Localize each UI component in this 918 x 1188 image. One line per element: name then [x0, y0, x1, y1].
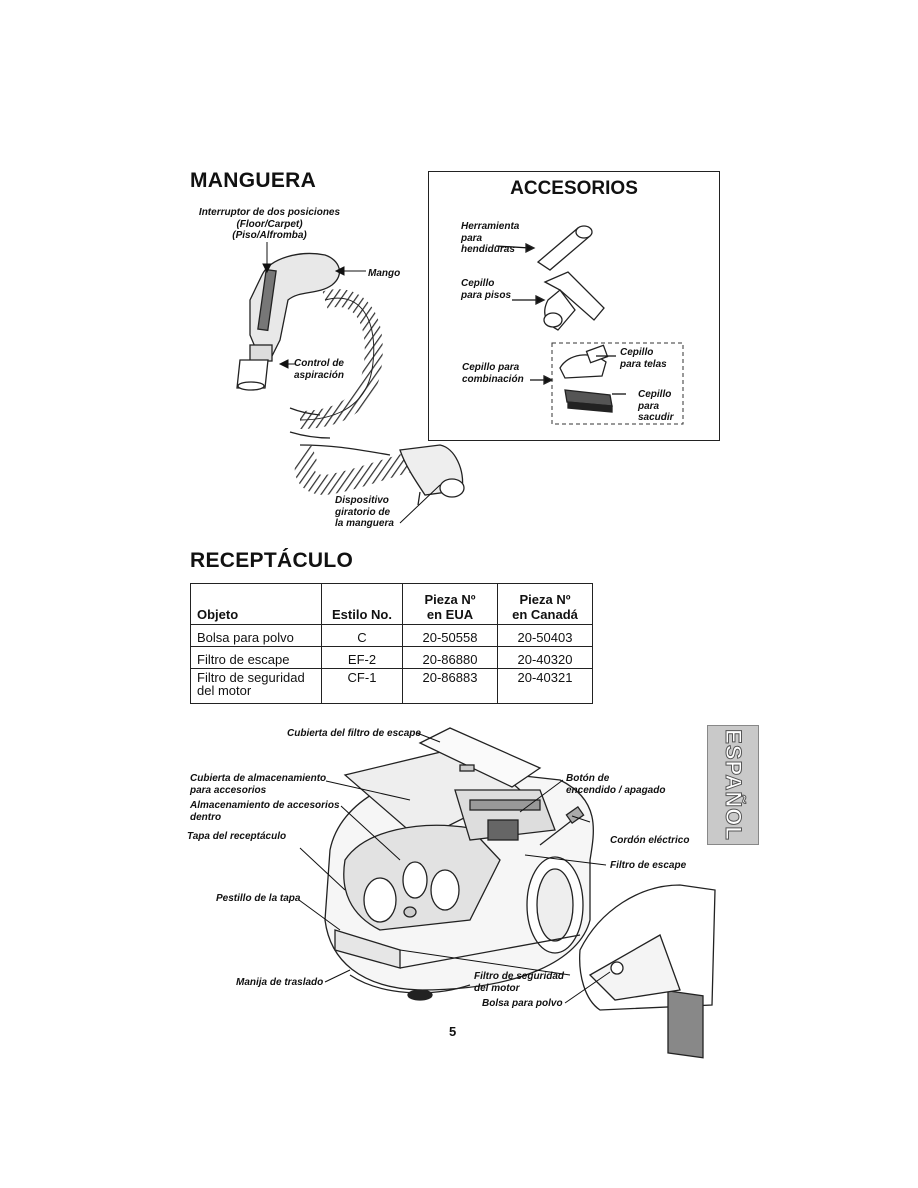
accessories-illustrations	[495, 225, 626, 413]
table-row: Filtro de seguridad del motor CF-1 20-86…	[190, 668, 593, 704]
canister-section-title: RECEPTÁCULO	[190, 549, 354, 572]
exhaust-cover-label: Cubierta del filtro de escape	[287, 728, 421, 739]
motor-filter-label: Filtro de seguridad del motor	[474, 971, 565, 994]
table-header-us-part: Pieza Nº en EUA	[402, 583, 498, 625]
dust-bag-label: Bolsa para polvo	[482, 998, 563, 1009]
exhaust-filter-label: Filtro de escape	[610, 860, 687, 871]
canister-illustration	[324, 727, 716, 1059]
crevice-tool-label: Herramienta para hendiduras	[461, 221, 520, 255]
hose-pointer-lines	[262, 242, 441, 524]
combination-brush-box	[551, 342, 684, 425]
dusting-brush-label: Cepillo para sacudir	[638, 389, 674, 423]
power-cord-label: Cordón eléctrico	[610, 835, 690, 846]
accessories-title: ACCESORIOS	[510, 178, 638, 199]
table-row: Filtro de escape EF-2 20-86880 20-40320	[190, 646, 593, 669]
table-header-item: Objeto	[190, 583, 322, 625]
diagram-pointer-lines	[298, 732, 611, 1004]
two-position-switch-label: Interruptor de dos posiciones (Floor/Car…	[198, 207, 341, 241]
carry-handle-label: Manija de traslado	[236, 977, 324, 988]
power-button-label: Botón de encendido / apagado	[566, 773, 666, 796]
storage-cover-label: Cubierta de almacenamiento para accesori…	[190, 773, 327, 796]
table-header-style: Estilo No.	[321, 583, 403, 625]
page-number: 5	[449, 1024, 457, 1039]
table-header-canada-part: Pieza Nº en Canadá	[497, 583, 593, 625]
table-header-row: Objeto Estilo No. Pieza Nº en EUA Pieza …	[190, 583, 593, 625]
suction-control-label: Control de aspiración	[293, 358, 344, 381]
storage-inside-label: Almacenamiento de accesorios dentro	[190, 800, 340, 823]
handle-label: Mango	[368, 268, 401, 279]
accessories-panel: ACCESORIOS	[428, 171, 720, 441]
hose-swivel-label: Dispositivo giratorio de la manguera	[335, 495, 394, 529]
combination-brush-label: Cepillo para combinación	[462, 362, 524, 385]
hose-illustration	[236, 252, 465, 506]
upholstery-brush-label: Cepillo para telas	[620, 347, 667, 370]
parts-table: Objeto Estilo No. Pieza Nº en EUA Pieza …	[190, 583, 593, 704]
lid-latch-label: Pestillo de la tapa	[216, 893, 301, 904]
hose-section-title: MANGUERA	[190, 169, 317, 192]
table-row: Bolsa para polvo C 20-50558 20-50403	[190, 624, 593, 647]
lid-label: Tapa del receptáculo	[187, 831, 287, 842]
floor-brush-label: Cepillo para pisos	[461, 278, 512, 301]
language-tab: ESPAÑOL	[707, 725, 759, 845]
